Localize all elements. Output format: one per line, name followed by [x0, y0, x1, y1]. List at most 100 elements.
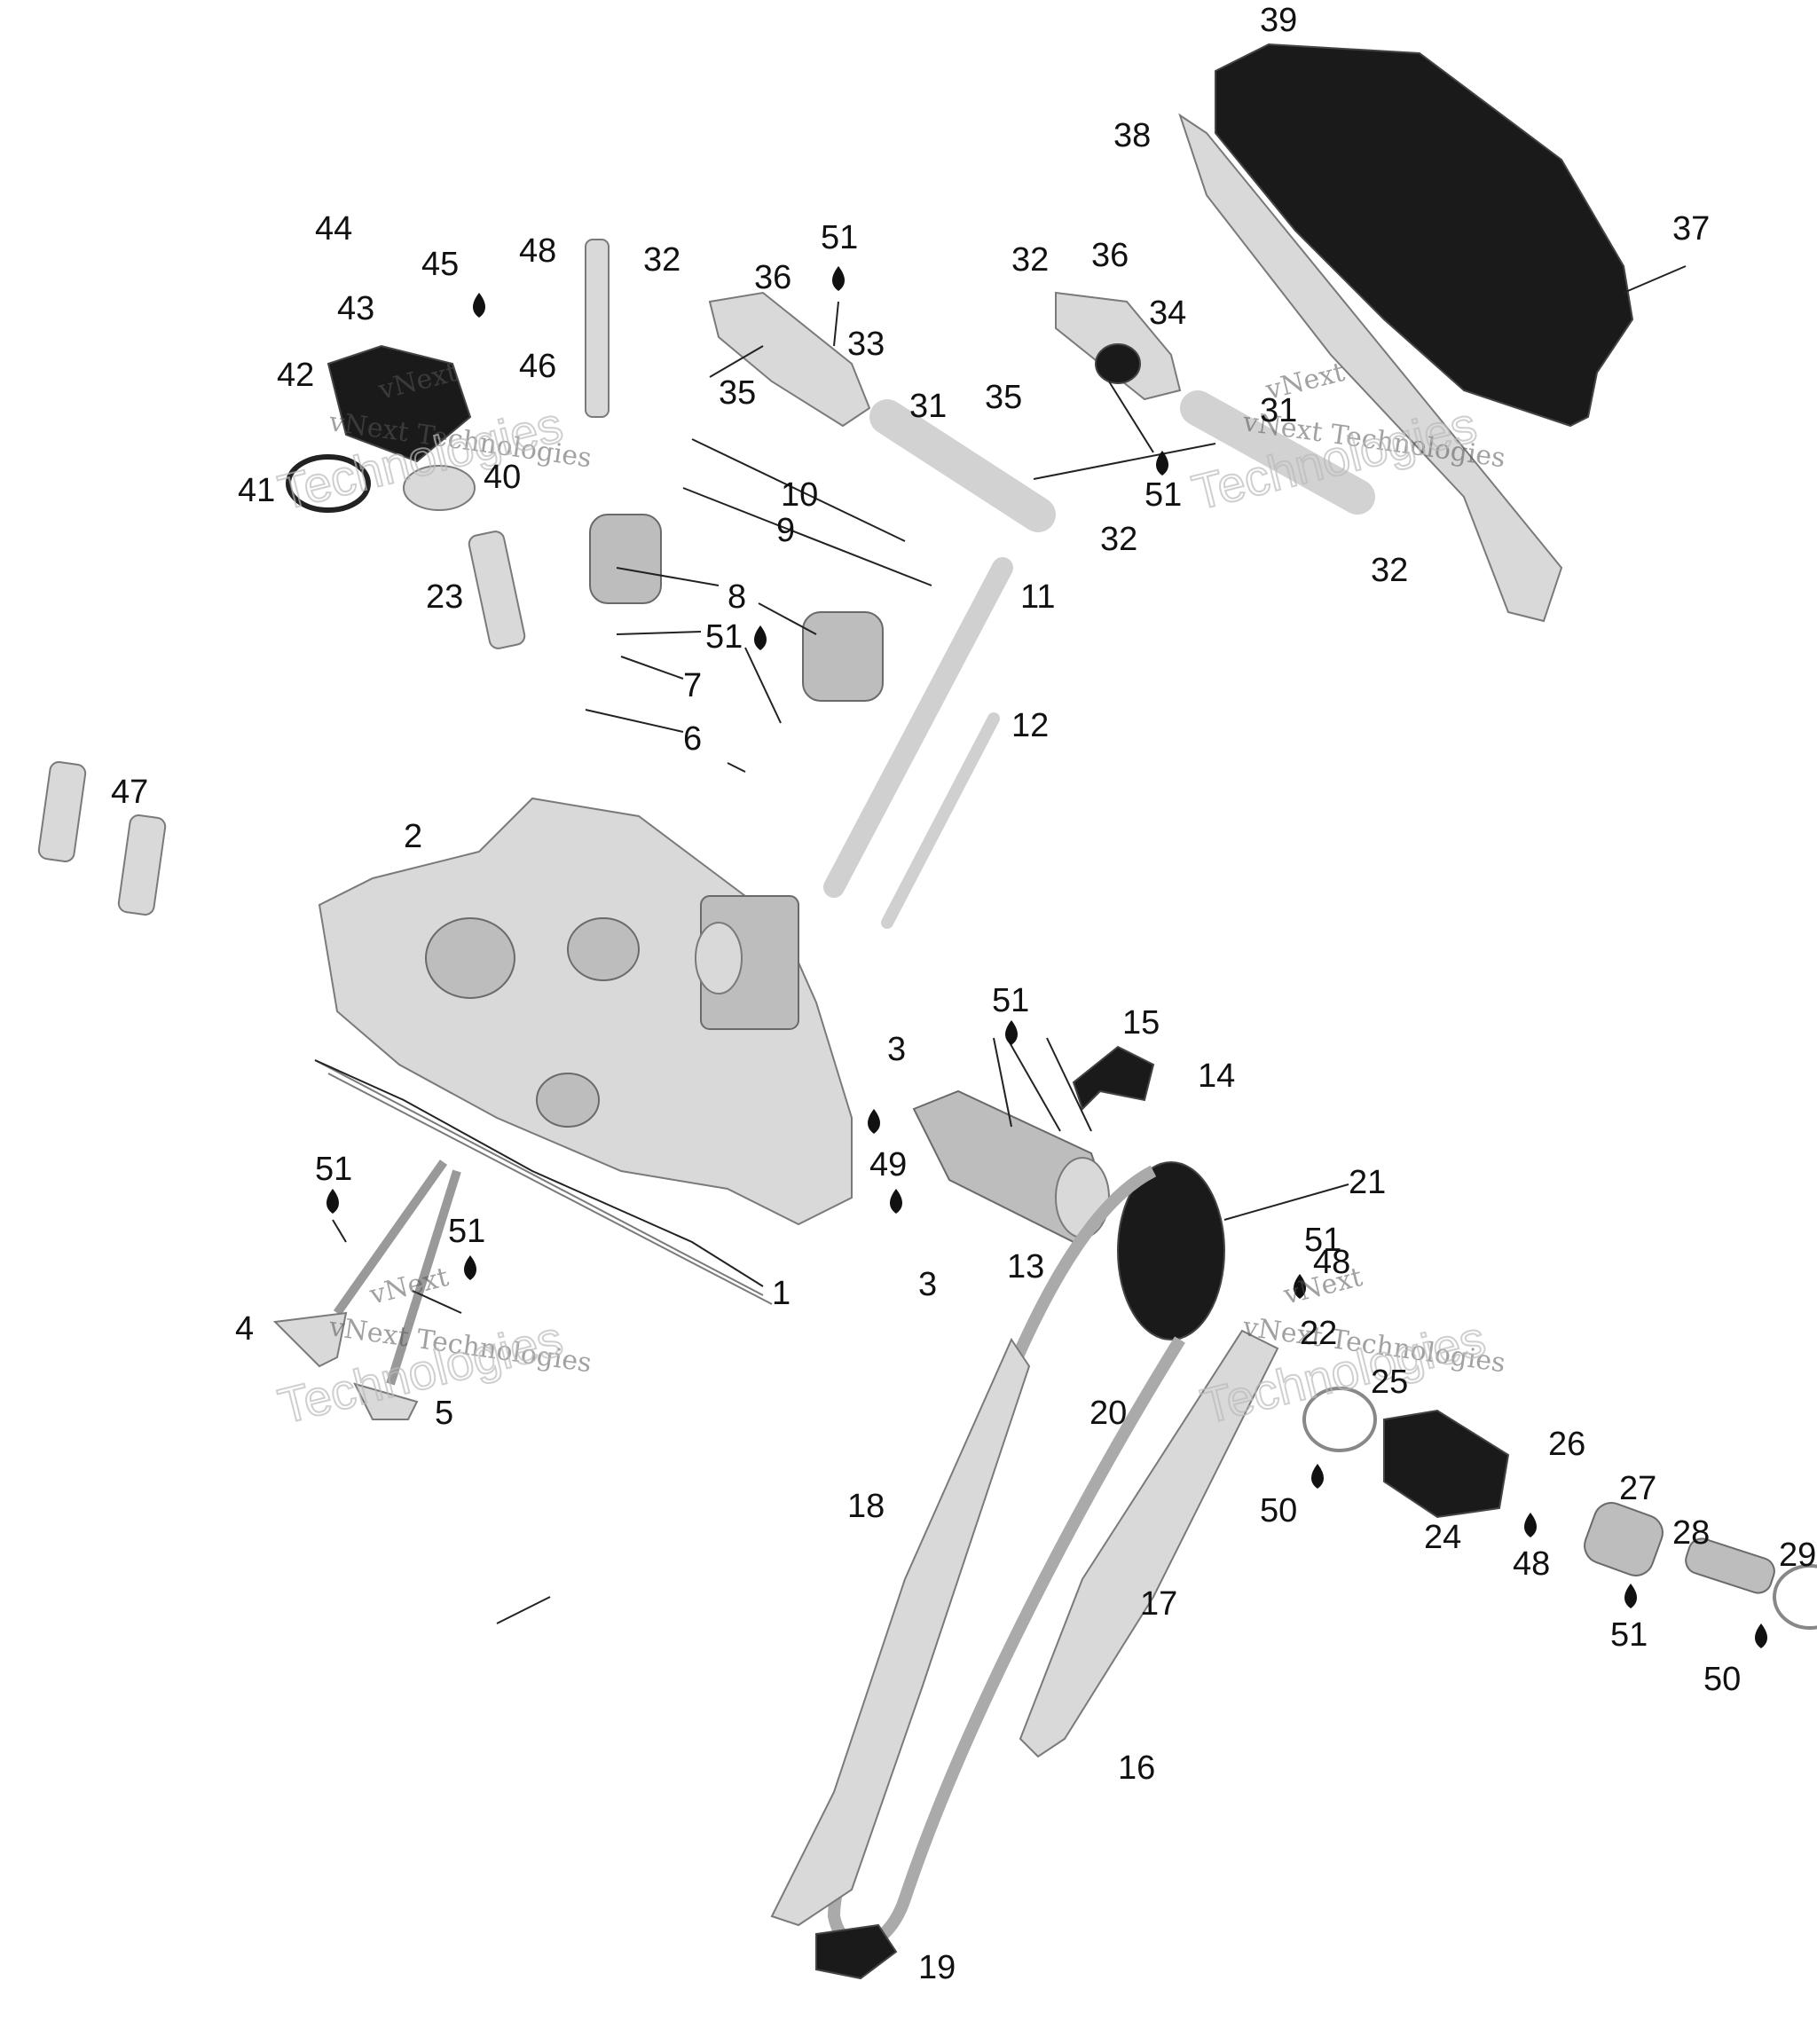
part-label: 51: [821, 219, 858, 256]
part-label: 15: [1122, 1004, 1160, 1042]
part-label: 51: [1304, 1222, 1341, 1259]
part-label: 12: [1011, 707, 1049, 744]
watermark-brand: vNext: [366, 1262, 452, 1311]
part-label: 21: [1349, 1164, 1386, 1201]
valve-guide-b: [117, 814, 167, 916]
part-label: 31: [1260, 392, 1297, 429]
part-label: 51: [315, 1151, 352, 1188]
oil-drop-icon: [1294, 1274, 1306, 1299]
oil-drop-icon: [473, 293, 485, 318]
o-ring-25: [1302, 1387, 1377, 1452]
part-label: 44: [315, 210, 352, 248]
leader-lines: [332, 301, 1349, 1624]
part-label: 45: [421, 246, 459, 283]
chain-guide-18: [770, 1337, 1031, 1927]
cam-sprocket: [1117, 1161, 1225, 1340]
part-label: 10: [781, 476, 818, 514]
valve-guide-a: [37, 761, 87, 862]
chain-tensioner-guide-17: [1019, 1329, 1279, 1758]
part-label: 26: [1548, 1426, 1585, 1463]
part-label: 37: [1672, 210, 1710, 248]
part-label: 48: [1313, 1244, 1350, 1281]
tensioner-spring: [1685, 1537, 1775, 1594]
part-label: 14: [1198, 1057, 1235, 1095]
oil-drop-icon: [754, 625, 767, 650]
part-label: 40: [484, 459, 521, 496]
part-label: 20: [1089, 1395, 1127, 1432]
pushrod-11: [823, 557, 1013, 898]
part-label: 22: [1300, 1315, 1337, 1352]
part-label: 11: [1020, 578, 1055, 616]
oil-drop-icon: [1624, 1584, 1637, 1608]
part-label: 1: [772, 1275, 791, 1312]
part-label: 3: [918, 1266, 937, 1303]
part-label: 51: [992, 982, 1029, 1019]
part-label: 35: [719, 374, 756, 412]
part-label: 9: [776, 512, 795, 549]
part-label: 48: [1513, 1545, 1550, 1583]
part-label: 51: [1610, 1616, 1648, 1654]
part-label: 50: [1703, 1661, 1741, 1698]
part-label: 29: [1779, 1537, 1816, 1574]
temp-sensor: [468, 531, 526, 649]
part-label: 32: [1371, 552, 1408, 589]
part-label: 19: [918, 1949, 956, 1986]
part-label: 32: [1011, 241, 1049, 279]
part-label: 32: [643, 241, 680, 279]
head-gasket: [314, 1059, 764, 1287]
gasket-40: [403, 465, 476, 511]
oil-drop-icon: [890, 1189, 902, 1214]
part-label: 18: [847, 1488, 885, 1525]
oil-drop-icon: [1524, 1513, 1537, 1537]
oil-drop-icon: [1755, 1623, 1767, 1648]
o-ring-41: [286, 454, 371, 513]
part-labels: 1 2 3 3 4 5 6 7 8 9 10 11 12 13 14 15 16…: [111, 2, 1816, 1986]
oil-drop-icon: [1311, 1464, 1324, 1489]
oil-drop-icon: [868, 1109, 880, 1134]
valve-cover: [1178, 43, 1687, 623]
valve-springs: [589, 514, 884, 702]
part-label: 34: [1149, 295, 1186, 332]
oil-drop-icon: [464, 1255, 476, 1280]
oil-drop-icon: [832, 266, 845, 291]
part-label: 46: [519, 348, 556, 385]
part-label: 31: [909, 388, 947, 425]
rocker-shaft-1: [869, 399, 1056, 532]
tensioner-plunger: [1584, 1502, 1664, 1576]
part-label: 25: [1371, 1364, 1408, 1401]
part-label: 16: [1118, 1749, 1155, 1787]
part-label: 51: [705, 618, 743, 656]
tensioner-housing: [1383, 1409, 1510, 1519]
part-label: 32: [1100, 521, 1137, 558]
part-label: 28: [1672, 1514, 1710, 1552]
camshaft: [912, 1089, 1111, 1244]
rocker-arms: [708, 291, 1182, 428]
part-label: 38: [1113, 117, 1151, 154]
part-label: 23: [426, 578, 463, 616]
valves: [272, 1160, 461, 1420]
timing-chain: [827, 1165, 1185, 1951]
thermostat-housing: [326, 344, 472, 463]
oil-drop-icon: [326, 1189, 339, 1214]
part-label: 8: [728, 578, 746, 616]
part-label: 51: [1144, 476, 1182, 514]
part-label: 47: [111, 774, 148, 811]
pushrod-12: [881, 712, 1000, 929]
part-label: 35: [985, 379, 1022, 416]
part-label: 36: [754, 259, 791, 296]
camshaft-retainer: [1072, 1045, 1155, 1111]
part-label: 4: [235, 1310, 254, 1348]
oil-drop-icon: [1156, 451, 1168, 476]
part-label: 51: [448, 1213, 485, 1250]
chain-guide-bracket: [815, 1923, 898, 1980]
part-label: 43: [337, 290, 374, 327]
part-label: 6: [683, 720, 702, 758]
part-label: 7: [683, 667, 702, 704]
part-label: 39: [1260, 2, 1297, 39]
part-label: 2: [404, 818, 422, 855]
rocker-shaft-2: [1180, 390, 1375, 515]
part-label: 13: [1007, 1248, 1044, 1285]
part-label: 41: [238, 472, 275, 509]
part-label: 27: [1619, 1470, 1656, 1507]
